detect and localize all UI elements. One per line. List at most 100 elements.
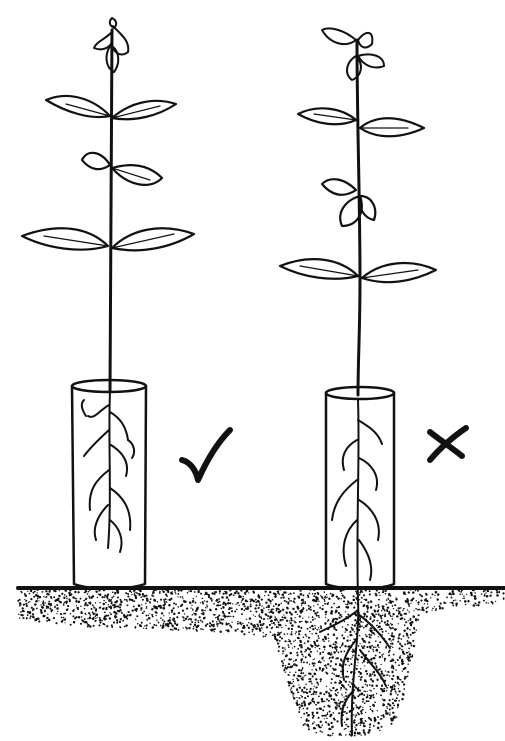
soil-dot xyxy=(161,627,163,629)
soil-dot xyxy=(234,611,236,613)
soil-dot xyxy=(388,624,390,626)
soil-dot xyxy=(247,606,249,608)
soil-dot xyxy=(312,645,314,647)
soil-dot xyxy=(336,611,337,612)
soil-dot xyxy=(338,712,340,714)
soil-dot xyxy=(379,641,381,643)
soil-dot xyxy=(30,590,32,592)
soil-dot xyxy=(196,596,197,597)
soil-dot xyxy=(274,638,277,641)
soil-dot xyxy=(177,593,179,595)
soil-dot xyxy=(101,620,103,622)
soil-dot xyxy=(335,641,337,643)
soil-dot xyxy=(317,635,319,637)
soil-dot xyxy=(391,678,393,680)
soil-dot xyxy=(176,624,178,626)
soil-dot xyxy=(338,702,341,705)
soil-dot xyxy=(105,602,107,604)
soil-dot xyxy=(278,621,280,623)
soil-dot xyxy=(406,657,407,658)
soil-dot xyxy=(58,600,60,602)
soil-dot xyxy=(302,594,304,596)
soil-dot xyxy=(360,722,362,724)
soil-dot xyxy=(370,675,372,677)
soil-dot xyxy=(219,592,220,593)
soil-dot xyxy=(25,600,27,602)
soil-dot xyxy=(64,622,65,623)
soil-dot xyxy=(108,600,110,602)
soil-dot xyxy=(286,601,288,603)
soil-dot xyxy=(135,592,136,593)
soil-dot xyxy=(386,599,388,601)
soil-dot xyxy=(321,698,323,700)
soil-dot xyxy=(414,631,416,633)
soil-dot xyxy=(388,671,389,672)
soil-dot xyxy=(367,731,369,733)
soil-dot xyxy=(370,600,372,602)
soil-dot xyxy=(294,646,296,648)
soil-dot xyxy=(87,618,89,620)
soil-dot xyxy=(290,593,292,595)
soil-dot xyxy=(368,700,370,702)
soil-dot xyxy=(30,612,32,614)
soil-dot xyxy=(333,643,335,645)
soil-dot xyxy=(155,625,157,627)
soil-dot xyxy=(229,602,231,604)
soil-dot xyxy=(91,608,93,610)
soil-dot xyxy=(105,618,107,620)
soil-dot xyxy=(293,600,295,602)
soil-dot xyxy=(313,665,315,667)
soil-dot xyxy=(95,608,97,610)
soil-dot xyxy=(184,620,185,621)
soil-dot xyxy=(108,604,109,605)
soil-dot xyxy=(289,652,291,654)
soil-dot xyxy=(319,660,320,661)
soil-dot xyxy=(293,641,294,642)
soil-dot xyxy=(310,688,312,690)
soil-dot xyxy=(373,657,375,659)
soil-dot xyxy=(374,701,376,703)
soil-dot xyxy=(344,645,346,647)
soil-dot xyxy=(363,690,364,691)
soil-dot xyxy=(406,633,408,635)
soil-dot xyxy=(215,617,216,618)
soil-dot xyxy=(360,710,362,712)
soil-dot xyxy=(394,604,396,606)
soil-dot xyxy=(37,592,38,593)
soil-dot xyxy=(299,675,301,677)
soil-dot xyxy=(313,610,315,612)
left-stem xyxy=(110,30,112,392)
soil-dot xyxy=(318,717,320,719)
soil-dot xyxy=(282,664,284,666)
soil-dot xyxy=(332,712,334,714)
soil-dot xyxy=(279,636,281,638)
soil-dot xyxy=(253,634,255,636)
soil-dot xyxy=(301,605,302,606)
soil-dot xyxy=(335,629,336,630)
soil-dot xyxy=(378,636,379,637)
soil-dot xyxy=(392,605,394,607)
soil-dot xyxy=(23,617,25,619)
soil-dot xyxy=(322,709,324,711)
soil-dot xyxy=(381,718,383,720)
soil-dot xyxy=(262,623,264,625)
soil-dot xyxy=(326,686,327,687)
soil-dot xyxy=(228,616,230,618)
soil-dot xyxy=(146,619,148,621)
soil-dot xyxy=(125,624,127,626)
soil-dot xyxy=(304,602,306,604)
soil-dot xyxy=(63,604,65,606)
soil-dot xyxy=(462,598,463,599)
soil-dot xyxy=(419,594,421,596)
soil-dot xyxy=(309,593,311,595)
soil-dot xyxy=(399,656,401,658)
soil-dot xyxy=(367,684,368,685)
soil-dot xyxy=(232,603,233,604)
soil-dot xyxy=(285,672,286,673)
soil-dot xyxy=(284,647,285,648)
soil-dot xyxy=(84,618,86,620)
soil-dot xyxy=(134,600,136,602)
soil-dot xyxy=(370,658,372,660)
soil-dot xyxy=(341,634,343,636)
soil-dot xyxy=(364,702,366,704)
